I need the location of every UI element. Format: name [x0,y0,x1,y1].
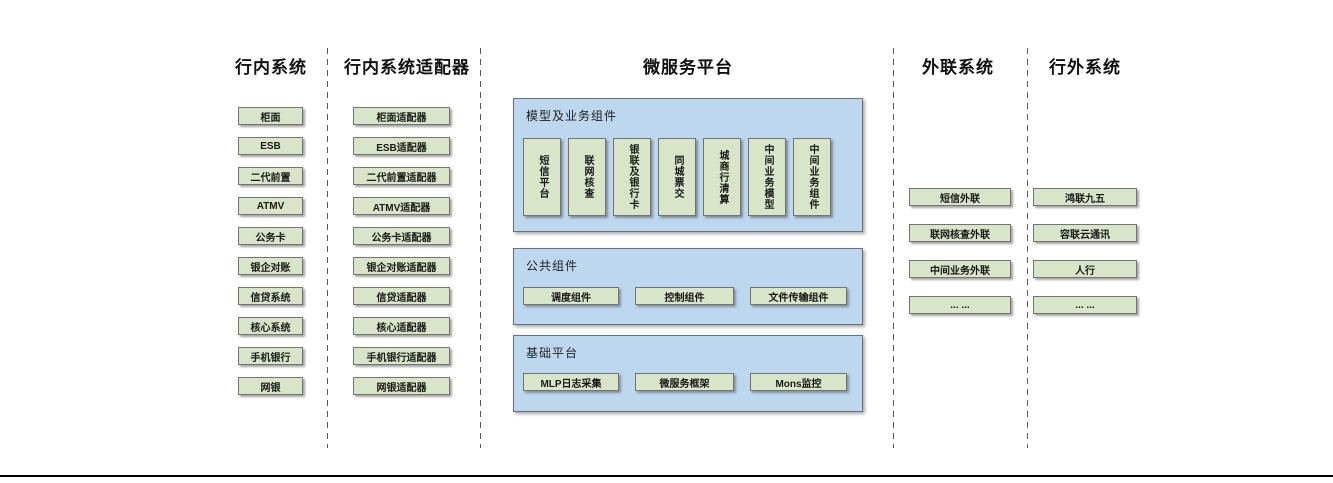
component-box: Mons监控 [750,373,847,391]
system-box: 联网核查外联 [909,224,1011,242]
adapter-box: 银企对账适配器 [353,257,450,275]
adapter-box: 二代前置适配器 [353,167,450,185]
component-box-vertical: 银联及银行卡 [613,138,651,216]
system-box: ESB [238,137,303,155]
system-box: ... ... [1033,296,1137,314]
panel-title: 模型及业务组件 [526,109,618,123]
system-box: 二代前置 [238,167,303,185]
internal-adapters-list: 柜面适配器 ESB适配器二代前置适配器 ATMV适配器公务卡适配器银企对账适配器信贷… [353,107,450,395]
panel-title: 公共组件 [526,259,579,273]
system-box: 柜面 [238,107,303,125]
component-box-vertical: 中间业务模型 [748,138,786,216]
adapter-box: 核心适配器 [353,317,450,335]
system-box: 短信外联 [909,188,1011,206]
adapter-box: 信贷适配器 [353,287,450,305]
system-box: 人行 [1033,260,1137,278]
column-header-outbound-systems: 外联系统 [922,58,994,77]
adapter-box: 公务卡适配器 [353,227,450,245]
external-systems-list: 鸿联九五容联云通讯人行 ... ... [1033,188,1137,314]
column-divider [893,48,894,448]
adapter-box: 手机银行适配器 [353,347,450,365]
system-box: 手机银行 [238,347,303,365]
component-box-vertical: 短信平台 [523,138,561,216]
system-box: 公务卡 [238,227,303,245]
system-box: 网银 [238,377,303,395]
system-box: 信贷系统 [238,287,303,305]
column-divider [1027,48,1028,448]
component-box-vertical: 城商行清算 [703,138,741,216]
column-divider [327,48,328,448]
component-box: 文件传输组件 [750,287,847,305]
column-header-microservice-platform: 微服务平台 [643,58,733,77]
model-components-list: 短信平台联网核查银联及银行卡同城票交城商行清算中间业务模型中间业务组件 [523,138,831,216]
component-box-vertical: 同城票交 [658,138,696,216]
adapter-box: 柜面适配器 [353,107,450,125]
column-header-internal-systems: 行内系统 [235,58,307,77]
adapter-box: ATMV适配器 [353,197,450,215]
system-box: 鸿联九五 [1033,188,1137,206]
bottom-border-line [0,475,1333,477]
system-box: ATMV [238,197,303,215]
column-header-internal-adapters: 行内系统适配器 [344,58,470,77]
panel-common-components: 公共组件 [513,248,863,325]
internal-systems-list: 柜面 ESB 二代前置 ATMV 公务卡银企对账信贷系统核心系统手机银行网银 [238,107,303,395]
base-platform-list: MLP日志采集微服务框架 Mons监控 [523,373,847,391]
common-components-list: 调度组件控制组件文件传输组件 [523,287,847,305]
panel-title: 基础平台 [526,346,579,360]
column-divider [480,48,481,448]
system-box: 中间业务外联 [909,260,1011,278]
adapter-box: 网银适配器 [353,377,450,395]
adapter-box: ESB适配器 [353,137,450,155]
component-box: 调度组件 [523,287,619,305]
component-box: 微服务框架 [635,373,734,391]
system-box: ... ... [909,296,1011,314]
system-box: 银企对账 [238,257,303,275]
system-box: 核心系统 [238,317,303,335]
component-box: 控制组件 [635,287,734,305]
system-box: 容联云通讯 [1033,224,1137,242]
outbound-systems-list: 短信外联联网核查外联中间业务外联 ... ... [909,188,1011,314]
column-header-external-systems: 行外系统 [1049,58,1121,77]
component-box-vertical: 中间业务组件 [793,138,831,216]
component-box: MLP日志采集 [523,373,619,391]
component-box-vertical: 联网核查 [568,138,606,216]
